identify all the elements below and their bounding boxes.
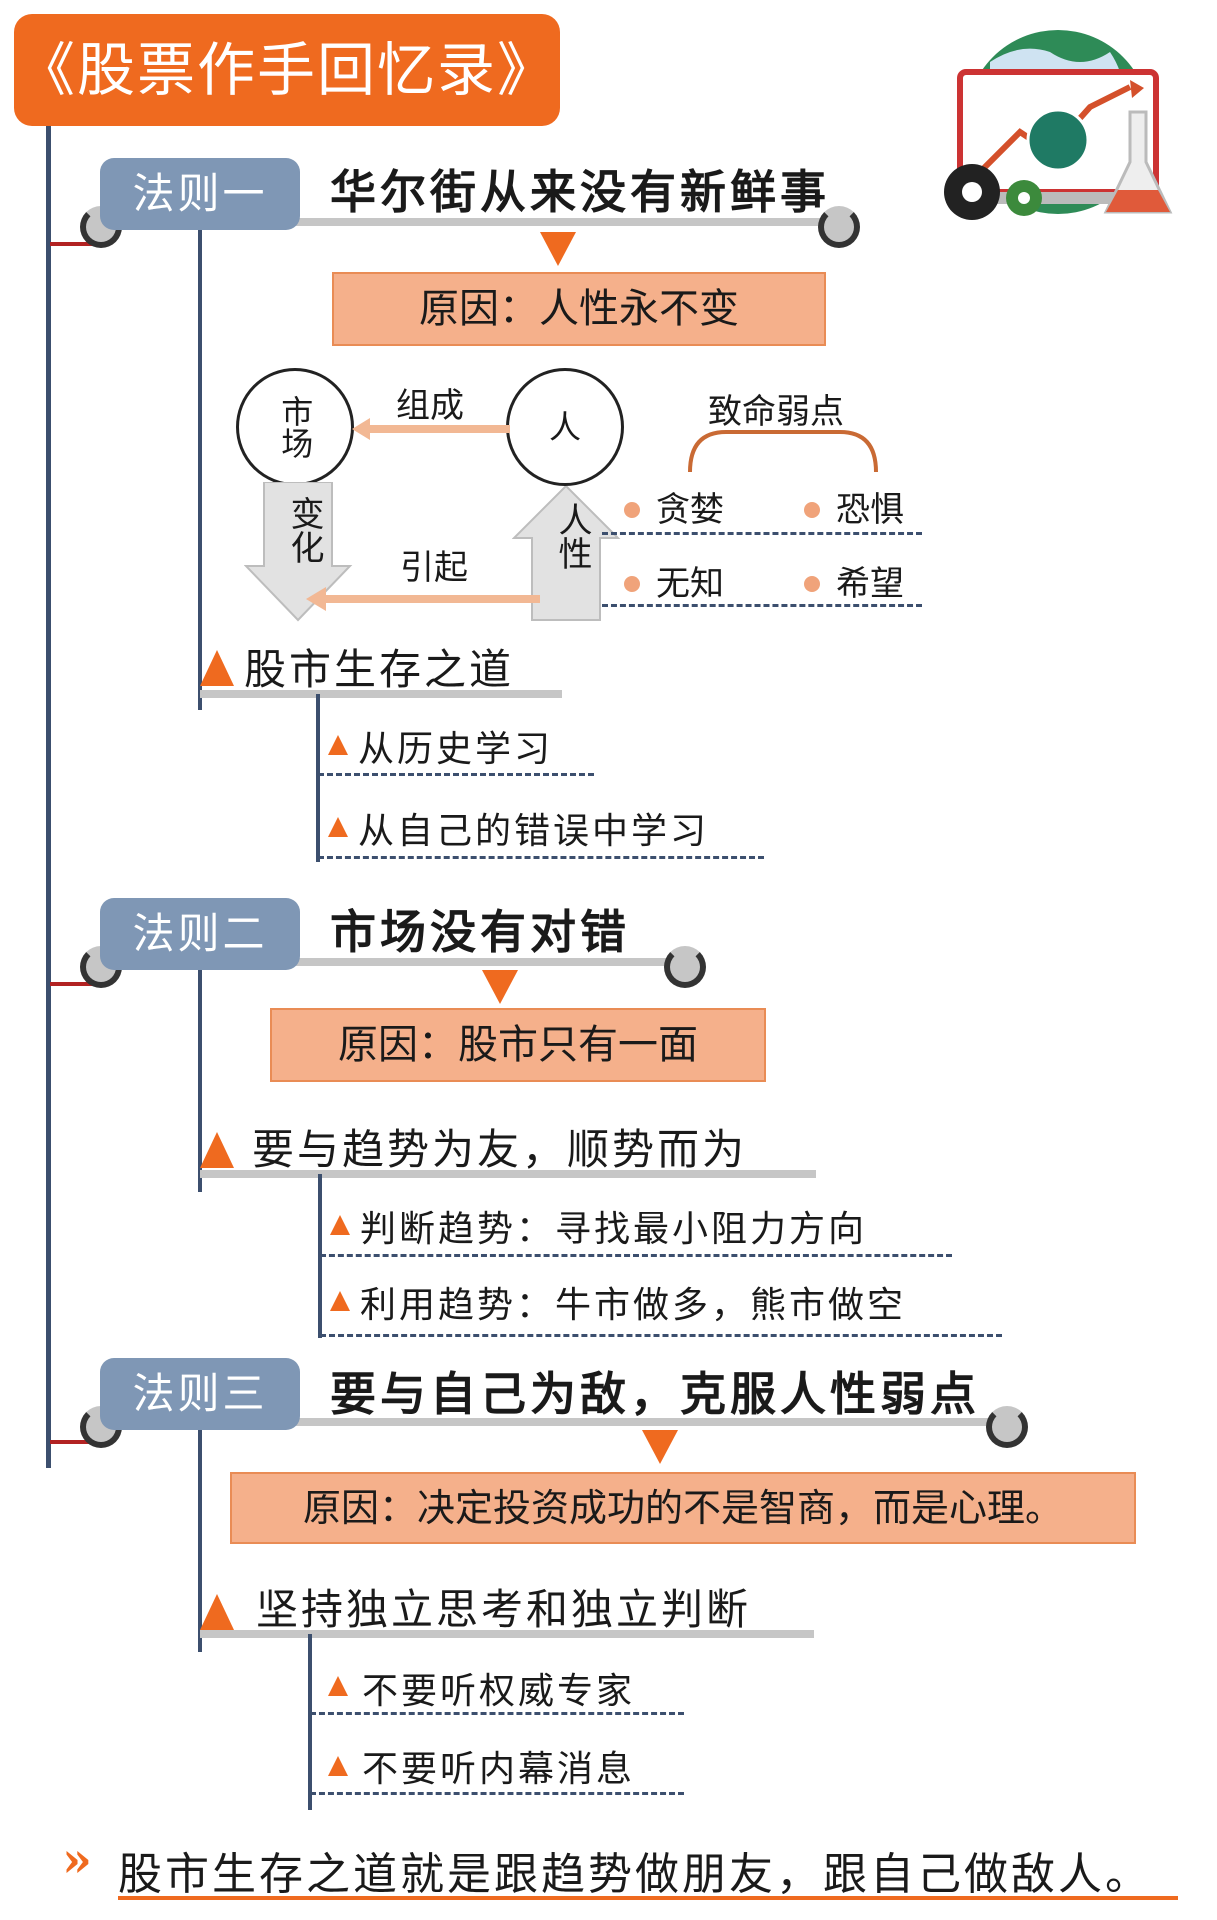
law1-branch [198,230,202,710]
law1-item-marker [328,735,348,755]
law3-item-marker [328,1676,348,1696]
law3-item-1-line [310,1712,684,1715]
change-label: 变化 [284,496,324,564]
people-label: 人 [548,407,581,446]
main-spine [46,126,51,1468]
law3-underline [100,1418,1020,1426]
footer-underline [118,1896,1178,1900]
law3-section-marker [200,1594,234,1630]
law2-reason: 原因：股市只有一面 [270,1008,766,1082]
law2-item-2-line [320,1334,1002,1337]
law3-tick [50,1440,94,1444]
cause-label: 引起 [400,548,468,588]
compose-arrow [352,418,510,440]
law2-tab: 法则二 [100,898,300,970]
weakness-divider [602,604,922,607]
law2-item-marker [330,1291,350,1311]
law3-curl-right [986,1406,1028,1448]
weakness-brace [688,430,878,473]
law3-item-1: 不要听权威专家 [362,1671,636,1712]
law2-item-2: 利用趋势：牛市做多，熊市做空 [360,1285,907,1326]
law2-down-arrow [482,970,518,1004]
weakness-hope: 希望 [836,564,904,604]
nature-arrow [512,486,621,621]
law1-section: 股市生存之道 [244,645,515,694]
law3-sub-branch [308,1634,312,1810]
law3-tab: 法则三 [100,1358,300,1430]
compose-label: 组成 [396,386,464,426]
market-label: 市场 [276,395,315,459]
law2-underline [100,958,700,966]
law1-tab: 法则一 [100,158,300,230]
page-title: 《股票作手回忆录》 [14,14,560,126]
law1-title: 华尔街从来没有新鲜事 [330,165,830,219]
cause-arrow [306,587,540,611]
law3-section-line [200,1630,814,1638]
law1-curl-right [818,206,860,248]
law3-item-marker [328,1756,348,1776]
law2-section-marker [200,1132,234,1168]
law1-sub-branch [316,694,320,862]
law1-item-1-line [318,773,594,776]
law3-item-2: 不要听内幕消息 [362,1749,636,1790]
law3-item-2-line [310,1792,684,1795]
footer-summary: 股市生存之道就是跟趋势做朋友，跟自己做敌人。 [118,1849,1152,1900]
weakness-bullet [804,502,820,518]
law1-item-marker [328,817,348,837]
law1-down-arrow [540,232,576,266]
law3-branch [198,1430,202,1652]
law1-item-1: 从历史学习 [358,729,554,770]
weakness-fear: 恐惧 [836,490,904,530]
law2-curl-right [664,946,706,988]
law3-section: 坚持独立思考和独立判断 [256,1585,752,1634]
law2-item-1: 判断趋势：寻找最小阻力方向 [360,1209,868,1250]
law1-underline [100,218,840,226]
weakness-bullet [624,576,640,592]
weakness-greed: 贪婪 [656,490,724,530]
weakness-divider [602,532,922,535]
gear-icon [944,164,1042,220]
law1-tick [50,242,94,246]
flask-icon [1103,110,1173,214]
law2-tick [50,982,94,986]
law1-section-line [200,690,562,698]
law2-title: 市场没有对错 [330,905,630,959]
law1-reason: 原因：人性永不变 [332,272,826,346]
law3-down-arrow [642,1430,678,1464]
globe-chart-icon [944,30,1173,220]
law2-section: 要与趋势为友，顺势而为 [252,1125,748,1174]
weakness-bullet [624,502,640,518]
law2-section-line [200,1170,816,1178]
law3-reason: 原因：决定投资成功的不是智商，而是心理。 [230,1472,1136,1544]
law2-branch [198,970,202,1192]
law2-item-marker [330,1215,350,1235]
chevron-right-icon: » [62,1832,92,1888]
people-circle: 人 [506,368,624,486]
law2-item-1-line [320,1254,952,1257]
weakness-ignorance: 无知 [656,564,724,604]
fatal-weakness-label: 致命弱点 [708,392,844,432]
market-circle: 市场 [236,368,354,486]
law1-section-marker [200,650,234,686]
nature-label: 人性 [552,502,592,570]
law1-item-2-line [318,856,764,859]
law3-title: 要与自己为敌，克服人性弱点 [330,1367,980,1421]
law1-item-2: 从自己的错误中学习 [358,811,710,852]
weakness-bullet [804,576,820,592]
